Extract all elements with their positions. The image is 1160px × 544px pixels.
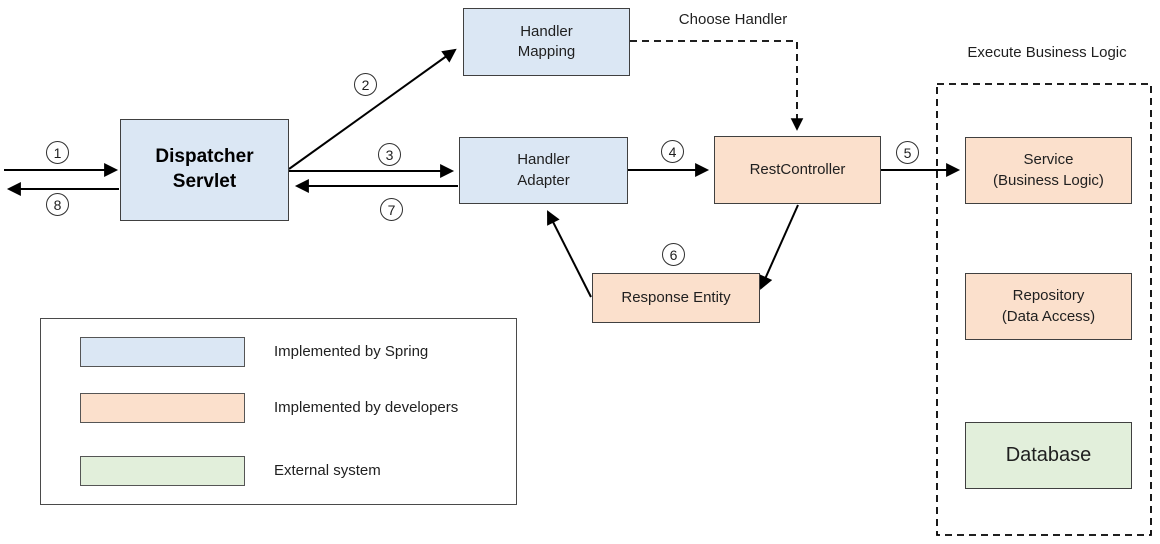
- arrow-restcontroller-to-responseentity: [759, 204, 799, 290]
- execute-business-logic-label: Execute Business Logic: [967, 44, 1127, 61]
- node-database: Database: [965, 422, 1132, 489]
- dashed-arrow-choose-handler: [630, 40, 804, 131]
- step-5-badge: 5: [896, 141, 919, 164]
- step-7-badge: 7: [380, 198, 403, 221]
- step-4-badge: 4: [661, 140, 684, 163]
- legend-label-spring: Implemented by Spring: [274, 343, 429, 360]
- step-2-badge: 2: [354, 73, 377, 96]
- node-handler-adapter: Handler Adapter: [459, 137, 628, 204]
- node-dispatcher-servlet: Dispatcher Servlet: [120, 119, 289, 221]
- step-6-badge: 6: [662, 243, 685, 266]
- legend-swatch-spring: [80, 337, 245, 367]
- arrow-step2: [288, 48, 457, 170]
- legend-box: Implemented by Spring Implemented by dev…: [40, 318, 517, 505]
- legend-swatch-external: [80, 456, 245, 486]
- node-handler-mapping: Handler Mapping: [463, 8, 630, 76]
- node-response-entity: Response Entity: [592, 273, 760, 323]
- arrow-responseentity-to-handleradapter: [547, 210, 592, 298]
- step-3-badge: 3: [378, 143, 401, 166]
- legend-label-external: External system: [274, 462, 381, 479]
- node-rest-controller: RestController: [714, 136, 881, 204]
- choose-handler-label: Choose Handler: [678, 11, 788, 28]
- node-repository: Repository (Data Access): [965, 273, 1132, 340]
- step-8-badge: 8: [46, 193, 69, 216]
- node-service: Service (Business Logic): [965, 137, 1132, 204]
- legend-swatch-developer: [80, 393, 245, 423]
- legend-label-developer: Implemented by developers: [274, 399, 459, 416]
- step-1-badge: 1: [46, 141, 69, 164]
